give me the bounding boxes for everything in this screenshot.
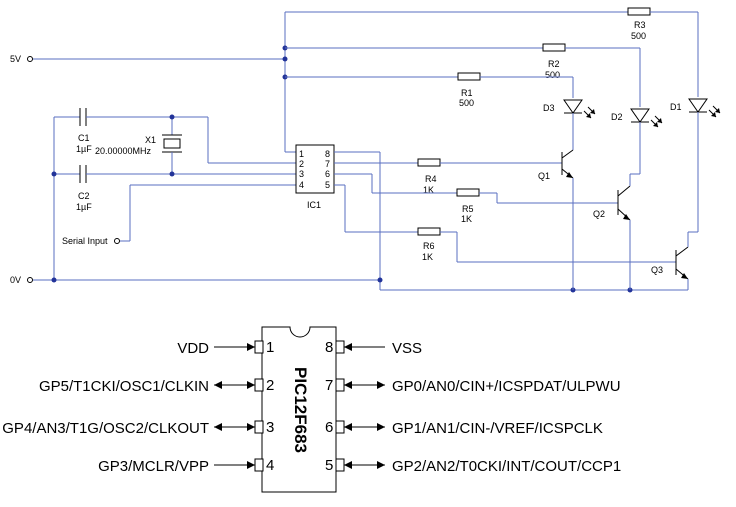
r4-value: 1K — [423, 185, 434, 195]
rail-5v-label: 5V — [10, 54, 21, 64]
pin-num-4: 4 — [266, 457, 274, 474]
pinout-chip-name: PIC12F683 — [291, 367, 310, 453]
pin-label-6: GP1/AN1/CIN-/VREF/ICSPCLK — [392, 420, 603, 437]
resistor-r6: R6 1K — [334, 184, 676, 263]
pin-num-7: 7 — [325, 377, 333, 394]
ic1-pin-1: 1 — [299, 149, 304, 159]
crystal-x1: X1 20.00000MHz — [95, 114, 182, 177]
c1-ref: C1 — [78, 133, 90, 143]
pin-num-3: 3 — [266, 419, 274, 436]
r5-value: 1K — [461, 214, 472, 224]
ic1-pin-6: 6 — [325, 169, 330, 179]
ic1-ref: IC1 — [307, 200, 321, 210]
d3-ref: D3 — [543, 103, 555, 113]
ic1-pin-8: 8 — [325, 149, 330, 159]
capacitor-c1: C1 1µF — [54, 108, 208, 154]
ic1-chip: 1 2 3 4 8 7 6 5 IC1 — [295, 144, 335, 210]
pin-label-8: VSS — [392, 340, 422, 357]
rail-0v-label: 0V — [10, 275, 21, 285]
resistor-r5: R5 1K — [334, 173, 618, 224]
rail-5v: 5V — [10, 54, 285, 64]
ic1-pin-7: 7 — [325, 159, 330, 169]
resistor-r2: R2 500 — [285, 43, 641, 107]
transistor-q1: Q1 — [538, 149, 574, 290]
r3-ref: R3 — [634, 20, 646, 30]
rail-0v: 0V — [10, 275, 380, 285]
r5-ref: R5 — [462, 204, 474, 214]
q3-ref: Q3 — [651, 265, 663, 275]
r4-ref: R4 — [425, 174, 437, 184]
serial-input: Serial Input — [62, 184, 296, 246]
d2-ref: D2 — [611, 112, 623, 122]
q2-ref: Q2 — [593, 209, 605, 219]
pin-label-7: GP0/AN0/CIN+/ICSPDAT/ULPWU — [392, 378, 621, 395]
r2-ref: R2 — [548, 59, 560, 69]
pin-num-2: 2 — [266, 377, 274, 394]
d1-ref: D1 — [670, 102, 682, 112]
led-d3: D3 — [543, 99, 596, 150]
pin-label-5: GP2/AN2/T0CKI/INT/COUT/CCP1 — [392, 458, 621, 475]
c2-ref: C2 — [78, 191, 90, 201]
pin-num-6: 6 — [325, 419, 333, 436]
pin-label-3: GP4/AN3/T1G/OSC2/CLKOUT — [2, 420, 209, 437]
r6-ref: R6 — [423, 241, 435, 251]
led-d1: D1 — [670, 98, 721, 232]
led-d2: D2 — [611, 108, 663, 174]
pinout-diagram: PIC12F683 1 2 3 4 8 7 6 5 — [2, 326, 621, 493]
resistor-r3: R3 500 — [285, 7, 699, 97]
r6-value: 1K — [422, 252, 433, 262]
ic1-pin-5: 5 — [325, 180, 330, 190]
c2-value: 1µF — [76, 202, 92, 212]
c1-value: 1µF — [76, 144, 92, 154]
resistor-r1: R1 500 — [285, 72, 574, 108]
pin-label-2: GP5/T1CKI/OSC1/CLKIN — [39, 378, 209, 395]
transistor-q3: Q3 — [651, 231, 698, 290]
pin-num-8: 8 — [325, 339, 333, 356]
x1-value: 20.00000MHz — [95, 146, 152, 156]
pin-label-4: GP3/MCLR/VPP — [98, 458, 209, 475]
ic1-pin-4: 4 — [299, 180, 304, 190]
r1-ref: R1 — [461, 88, 473, 98]
pin-label-1: VDD — [177, 340, 209, 357]
pin-num-1: 1 — [266, 339, 274, 356]
r2-value: 500 — [545, 70, 560, 80]
q1-ref: Q1 — [538, 171, 550, 181]
pin-num-5: 5 — [325, 457, 333, 474]
ic1-pin-2: 2 — [299, 159, 304, 169]
ic1-pin-3: 3 — [299, 169, 304, 179]
transistor-q2: Q2 — [593, 173, 640, 290]
serial-input-label: Serial Input — [62, 236, 108, 246]
r3-value: 500 — [631, 31, 646, 41]
r1-value: 500 — [459, 98, 474, 108]
resistor-r4: R4 1K — [334, 158, 562, 195]
x1-ref: X1 — [145, 135, 156, 145]
capacitor-c2: C2 1µF — [54, 165, 296, 212]
